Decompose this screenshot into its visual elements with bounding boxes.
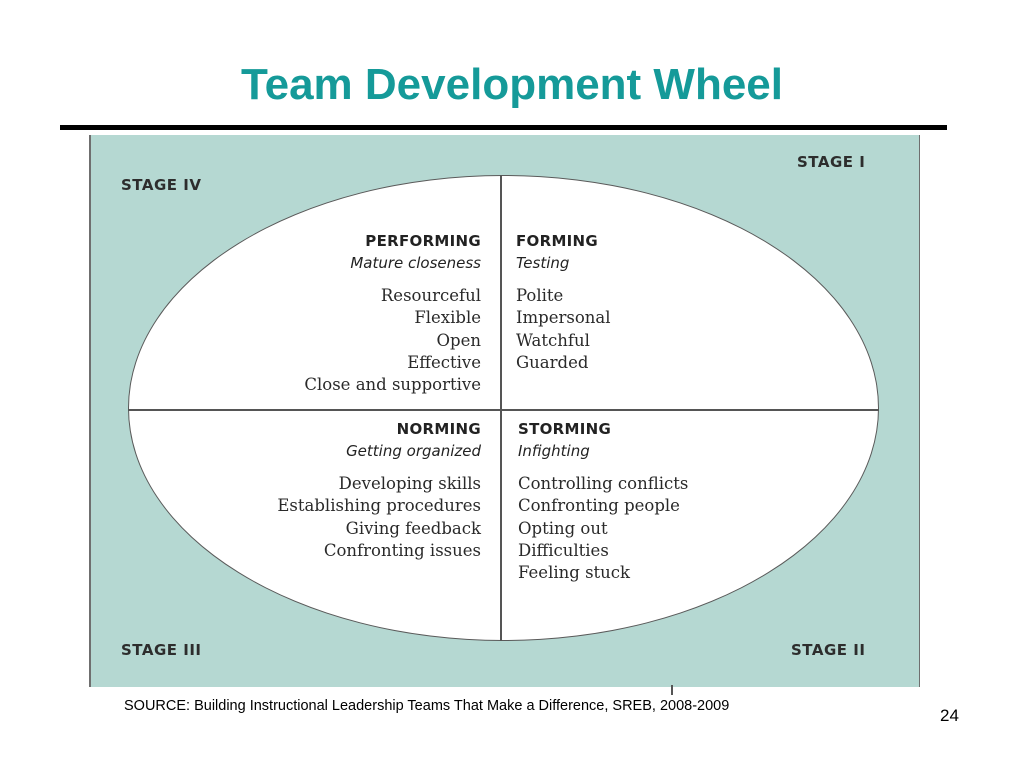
storming-list: Controlling conflicts Confronting people… (518, 473, 688, 584)
storming-heading: STORMING (518, 420, 612, 438)
list-item: Establishing procedures (277, 496, 481, 516)
title-underline (60, 125, 947, 130)
list-item: Developing skills (338, 474, 481, 493)
slide-title: Team Development Wheel (241, 60, 783, 109)
list-item: Difficulties (518, 540, 609, 560)
list-item: Resourceful (380, 286, 481, 305)
forming-subtitle: Testing (516, 254, 570, 272)
list-item: Flexible (414, 308, 481, 328)
tick-mark (671, 685, 673, 695)
list-item: Feeling stuck (518, 563, 631, 583)
list-item: Guarded (516, 352, 589, 372)
wheel-horizontal-divider (128, 409, 879, 411)
list-item: Close and supportive (304, 375, 481, 395)
list-item: Giving feedback (345, 518, 481, 538)
list-item: Confronting people (518, 496, 680, 516)
list-item: Watchful (516, 330, 590, 350)
forming-heading: FORMING (516, 232, 599, 250)
stage-2-label: STAGE II (791, 641, 866, 659)
list-item: Polite (516, 286, 564, 305)
team-wheel (128, 175, 879, 641)
list-item: Open (436, 330, 481, 350)
performing-heading: PERFORMING (365, 232, 481, 250)
source-citation: SOURCE: Building Instructional Leadershi… (124, 698, 730, 714)
list-item: Opting out (518, 518, 608, 538)
stage-3-label: STAGE III (121, 641, 202, 659)
stage-4-label: STAGE IV (121, 176, 202, 194)
storming-subtitle: Infighting (518, 442, 590, 460)
norming-subtitle: Getting organized (346, 442, 481, 460)
wheel-vertical-divider (500, 175, 502, 641)
list-item: Impersonal (516, 308, 611, 328)
forming-list: Polite Impersonal Watchful Guarded (516, 285, 611, 374)
performing-subtitle: Mature closeness (350, 254, 481, 272)
norming-heading: NORMING (396, 420, 481, 438)
wheel-panel: STAGE I STAGE IV STAGE III STAGE II PERF… (89, 135, 920, 695)
list-item: Controlling conflicts (518, 474, 689, 493)
stage-1-label: STAGE I (797, 153, 866, 171)
performing-list: Resourceful Flexible Open Effective Clos… (304, 285, 481, 396)
list-item: Effective (407, 352, 481, 372)
list-item: Confronting issues (323, 540, 481, 560)
norming-list: Developing skills Establishing procedure… (277, 473, 481, 562)
page-number: 24 (940, 706, 959, 725)
